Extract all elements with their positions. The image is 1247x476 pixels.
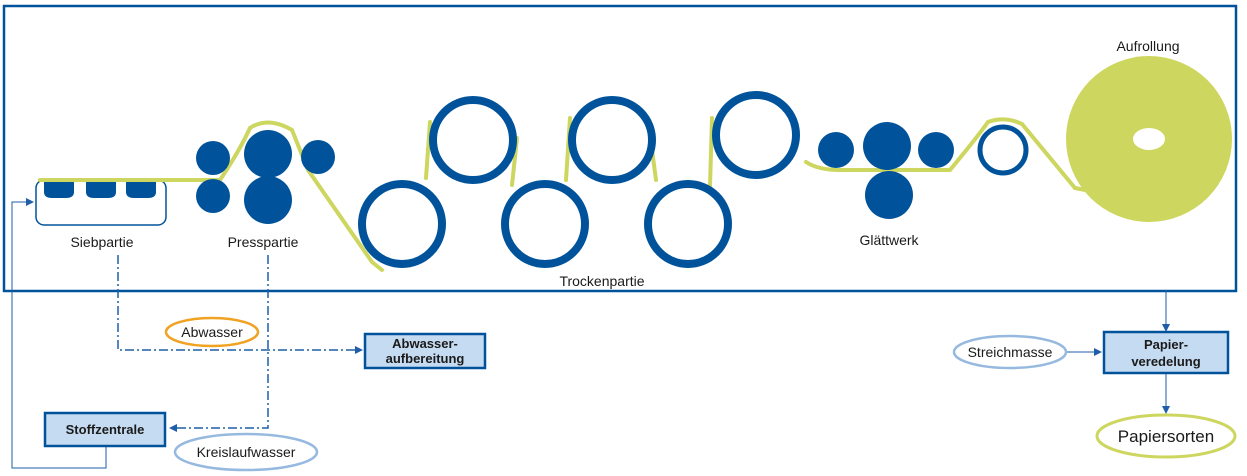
label-glaettwerk: Glättwerk	[859, 232, 919, 248]
suction-box-2	[86, 182, 116, 198]
abwasser-oval-label: Abwasser	[181, 324, 243, 340]
press-roll-center-upper	[244, 130, 292, 178]
guide-roll	[977, 124, 1029, 176]
label-presspartie: Presspartie	[228, 234, 299, 250]
stock-return-line	[11, 198, 107, 469]
finishing-flow-lines	[1066, 290, 1170, 414]
calender-roll-right	[918, 132, 954, 168]
abwasser-oval	[164, 316, 260, 348]
abwasseraufbereitung-line1: Abwasser-	[392, 336, 458, 351]
press-roll-left-upper	[196, 141, 230, 175]
siebpartie-section: Siebpartie	[35, 179, 167, 250]
dryer-cylinder-6	[644, 180, 732, 268]
dryer-cylinder-1	[429, 96, 517, 184]
papierveredelung-box	[1102, 330, 1230, 375]
glaettwerk-section	[818, 122, 954, 219]
label-trockenpartie: Trockenpartie	[559, 273, 644, 289]
trockenpartie-section	[358, 91, 800, 268]
label-siebpartie: Siebpartie	[70, 234, 133, 250]
kreislaufwasser-oval	[173, 432, 319, 472]
suction-box-3	[126, 182, 156, 198]
abwasseraufbereitung-box	[363, 332, 487, 370]
suction-box-1	[44, 182, 74, 198]
stoffzentrale-box	[43, 411, 167, 448]
presspartie-section	[196, 130, 335, 224]
label-aufrollung: Aufrollung	[1116, 38, 1179, 54]
calender-roll-center	[863, 122, 911, 170]
press-roll-left-lower	[196, 179, 230, 213]
dryer-cylinder-2	[568, 96, 656, 184]
calender-roll-bottom	[865, 171, 913, 219]
calender-roll-left	[818, 132, 854, 168]
dryer-cylinder-3	[712, 91, 800, 179]
papierveredelung-line1: Papier-	[1144, 337, 1188, 352]
reel-core	[1133, 128, 1165, 150]
press-roll-right	[301, 140, 335, 174]
dryer-cylinder-4	[358, 180, 446, 268]
kreislaufwasser-oval-label: Kreislaufwasser	[197, 444, 296, 460]
machine-frame	[2, 4, 1238, 293]
dryer-cylinder-5	[501, 180, 589, 268]
abwasseraufbereitung-line2: aufbereitung	[386, 351, 465, 366]
papierveredelung-line2: veredelung	[1131, 354, 1200, 369]
stoffzentrale-label: Stoffzentrale	[66, 422, 145, 437]
streichmasse-oval-label: Streichmasse	[968, 344, 1053, 360]
water-flow-lines	[117, 255, 363, 432]
papiersorten-oval-label: Papiersorten	[1118, 427, 1214, 446]
streichmasse-oval	[952, 334, 1068, 370]
papiersorten-oval	[1095, 413, 1237, 459]
press-roll-center-lower	[244, 176, 292, 224]
